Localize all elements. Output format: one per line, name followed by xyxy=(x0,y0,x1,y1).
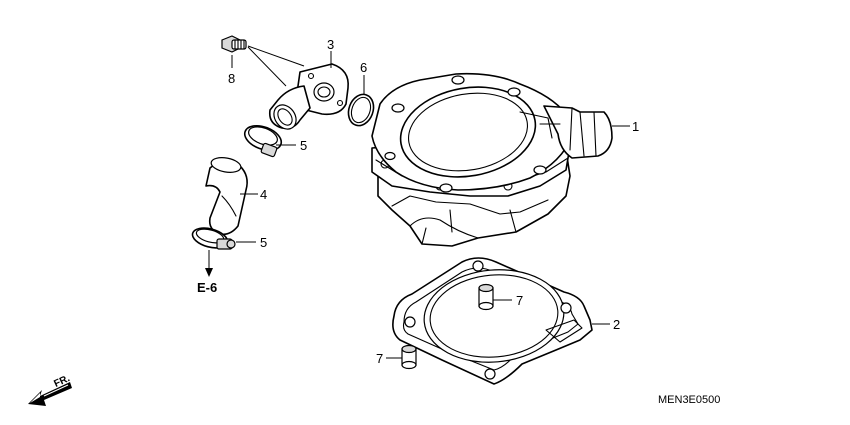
bolt-part-8 xyxy=(221,35,247,53)
callout-5-lower: 5 xyxy=(260,235,268,250)
callout-6: 6 xyxy=(360,60,368,75)
callout-2: 2 xyxy=(613,317,621,332)
dowel-pin-part-7-upper xyxy=(478,283,494,311)
o-ring-part-6 xyxy=(347,93,375,127)
water-hose-part-4 xyxy=(205,157,248,236)
diagram-code: MEN3E0500 xyxy=(658,394,721,406)
callout-8: 8 xyxy=(228,71,236,86)
front-direction-arrow-icon xyxy=(28,382,72,406)
reference-arrow xyxy=(205,250,213,277)
callout-5-upper: 5 xyxy=(300,138,308,153)
water-joint-part-3 xyxy=(268,63,349,130)
cylinder-gasket-part-2 xyxy=(392,257,593,385)
cylinder-part-1 xyxy=(371,72,613,247)
callout-1: 1 xyxy=(632,119,640,134)
leader-lines xyxy=(231,45,630,359)
hose-clamp-part-5-lower xyxy=(191,227,236,250)
dowel-pin-part-7-lower xyxy=(401,344,417,370)
reference-code-e6: E-6 xyxy=(197,280,218,295)
callout-3: 3 xyxy=(327,37,335,52)
callout-7-lower: 7 xyxy=(376,351,384,366)
callout-4: 4 xyxy=(260,187,268,202)
hose-clamp-part-5-upper xyxy=(243,124,283,158)
callout-7-upper: 7 xyxy=(516,293,524,308)
